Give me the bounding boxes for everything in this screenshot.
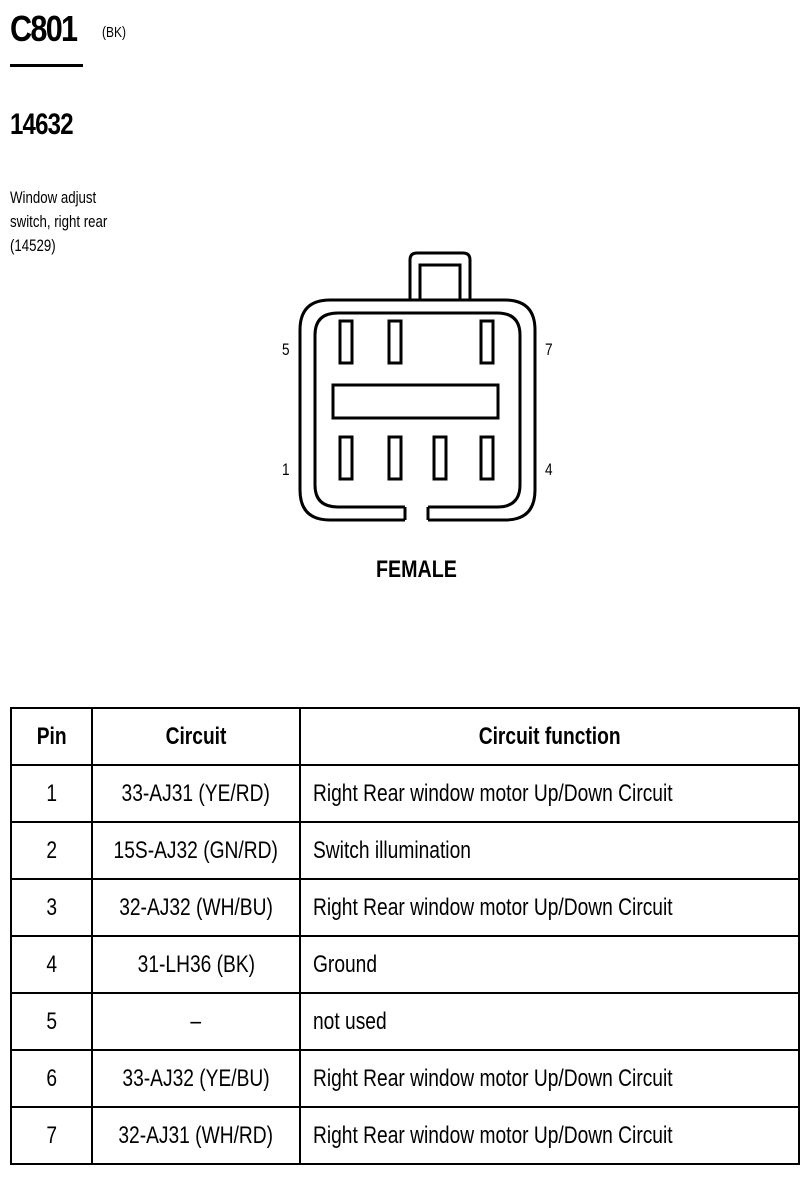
connector-header: C801 (BK) <box>10 8 126 50</box>
table-header-row: Pin Circuit Circuit function <box>10 707 800 766</box>
cell-pin: 3 <box>10 878 93 937</box>
connector-gender-label: FEMALE <box>376 556 457 583</box>
terminal-pin-7 <box>479 319 495 365</box>
terminal-pin-5 <box>338 319 354 365</box>
cell-circuit: 32-AJ31 (WH/RD) <box>91 1106 301 1165</box>
cell-circuit: – <box>91 992 301 1051</box>
cell-pin: 5 <box>10 992 93 1051</box>
terminal-pin-4 <box>479 435 495 481</box>
pin-label-bottom-right: 4 <box>544 460 553 479</box>
connector-center-bar <box>331 383 500 420</box>
connector-color-code: (BK) <box>102 24 126 41</box>
cell-function: Right Rear window motor Up/Down Circuit <box>299 764 800 823</box>
table-row: 7 32-AJ31 (WH/RD) Right Rear window moto… <box>10 1106 800 1165</box>
cell-function: Right Rear window motor Up/Down Circuit <box>299 1049 800 1108</box>
connector-face-diagram <box>298 251 537 522</box>
cell-function: Ground <box>299 935 800 994</box>
description-line: Window adjust <box>10 188 97 207</box>
part-number: 14632 <box>10 108 74 141</box>
connector-id-underline <box>10 64 83 67</box>
connector-id: C801 <box>10 8 78 49</box>
header-circuit: Circuit <box>91 707 301 766</box>
cell-pin: 2 <box>10 821 93 880</box>
connector-inner-shell <box>313 311 522 509</box>
cell-circuit: 33-AJ31 (YE/RD) <box>91 764 301 823</box>
cell-pin: 4 <box>10 935 93 994</box>
connector-latch-inner <box>418 263 462 302</box>
terminal-pin-3 <box>432 435 448 481</box>
pinout-table: Pin Circuit Circuit function 1 33-AJ31 (… <box>10 707 800 1165</box>
cell-function: not used <box>299 992 800 1051</box>
cell-function: Right Rear window motor Up/Down Circuit <box>299 1106 800 1165</box>
table-row: 1 33-AJ31 (YE/RD) Right Rear window moto… <box>10 764 800 823</box>
connector-description: Window adjust switch, right rear (14529) <box>10 186 107 258</box>
table-row: 5 – not used <box>10 992 800 1051</box>
table-row: 3 32-AJ32 (WH/BU) Right Rear window moto… <box>10 878 800 937</box>
terminal-pin-1 <box>338 435 354 481</box>
cell-pin: 6 <box>10 1049 93 1108</box>
cell-pin: 7 <box>10 1106 93 1165</box>
connector-latch <box>408 251 472 300</box>
cell-circuit: 33-AJ32 (YE/BU) <box>91 1049 301 1108</box>
description-line: switch, right rear <box>10 212 108 231</box>
pin-label-top-left: 5 <box>281 340 290 359</box>
cell-circuit: 31-LH36 (BK) <box>91 935 301 994</box>
terminal-pin-2 <box>387 435 403 481</box>
table-row: 6 33-AJ32 (YE/BU) Right Rear window moto… <box>10 1049 800 1108</box>
cell-function: Switch illumination <box>299 821 800 880</box>
header-circuit-function: Circuit function <box>299 707 800 766</box>
cell-pin: 1 <box>10 764 93 823</box>
pin-label-top-right: 7 <box>544 340 553 359</box>
table-row: 4 31-LH36 (BK) Ground <box>10 935 800 994</box>
cell-circuit: 32-AJ32 (WH/BU) <box>91 878 301 937</box>
description-line: (14529) <box>10 236 56 255</box>
table-row: 2 15S-AJ32 (GN/RD) Switch illumination <box>10 821 800 880</box>
terminal-pin-6 <box>387 319 403 365</box>
header-pin: Pin <box>10 707 93 766</box>
pin-label-bottom-left: 1 <box>281 460 290 479</box>
cell-function: Right Rear window motor Up/Down Circuit <box>299 878 800 937</box>
cell-circuit: 15S-AJ32 (GN/RD) <box>91 821 301 880</box>
